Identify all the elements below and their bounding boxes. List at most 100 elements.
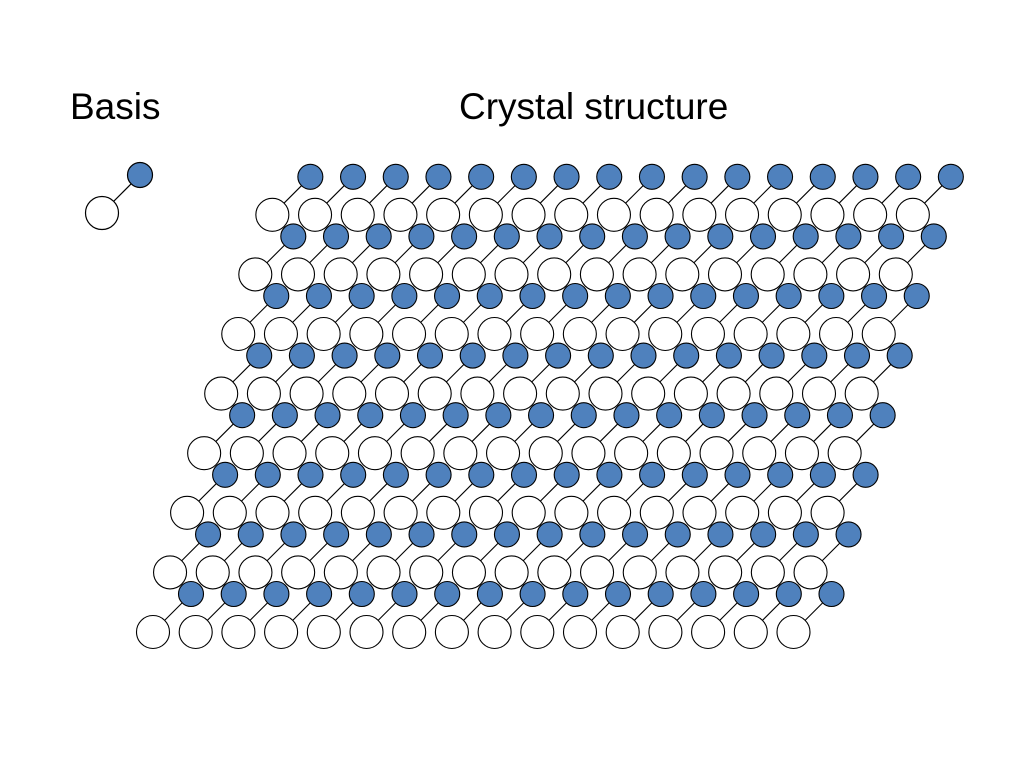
white-atom bbox=[682, 495, 717, 530]
white-atom bbox=[562, 316, 597, 352]
white-atom bbox=[306, 614, 341, 650]
white-atom bbox=[605, 614, 640, 650]
blue-atom bbox=[297, 163, 324, 190]
white-atom bbox=[434, 614, 469, 650]
white-atom bbox=[776, 316, 811, 352]
white-atom bbox=[170, 495, 205, 530]
blue-atom bbox=[937, 163, 964, 190]
blue-atom bbox=[843, 342, 871, 369]
white-atom bbox=[366, 555, 401, 590]
white-atom bbox=[272, 436, 307, 471]
white-atom bbox=[306, 316, 341, 352]
blue-atom bbox=[399, 402, 427, 429]
blue-atom bbox=[852, 163, 879, 190]
blue-atom bbox=[724, 163, 751, 190]
blue-atom bbox=[254, 461, 281, 488]
white-atom bbox=[511, 495, 546, 530]
white-atom bbox=[844, 376, 879, 411]
white-atom bbox=[460, 376, 495, 411]
blue-atom bbox=[869, 402, 896, 429]
blue-atom bbox=[297, 461, 324, 488]
white-atom bbox=[400, 436, 435, 471]
blue-atom bbox=[604, 282, 631, 310]
white-atom bbox=[280, 257, 316, 292]
blue-atom bbox=[382, 163, 409, 190]
blue-atom bbox=[860, 282, 888, 310]
blue-atom bbox=[519, 580, 546, 608]
white-atom bbox=[417, 376, 452, 411]
basis-title: Basis bbox=[70, 86, 161, 127]
blue-atom bbox=[749, 223, 777, 250]
blue-atom bbox=[809, 461, 836, 488]
white-atom bbox=[349, 316, 384, 352]
white-atom bbox=[605, 316, 640, 352]
blue-atom bbox=[365, 521, 392, 548]
white-atom bbox=[391, 316, 427, 352]
white-atom bbox=[537, 555, 572, 590]
white-atom bbox=[451, 555, 487, 590]
blue-atom bbox=[707, 223, 734, 250]
blue-atom bbox=[177, 580, 205, 608]
blue-atom bbox=[630, 342, 657, 369]
blue-atom bbox=[220, 580, 247, 608]
white-atom bbox=[665, 257, 700, 292]
blue-atom bbox=[263, 282, 290, 310]
white-atom bbox=[468, 495, 504, 530]
white-atom bbox=[579, 555, 615, 590]
white-atom bbox=[511, 197, 546, 232]
white-atom bbox=[793, 257, 828, 292]
blue-atom bbox=[314, 402, 341, 429]
blue-atom bbox=[733, 580, 760, 608]
white-atom bbox=[725, 495, 760, 530]
white-atom bbox=[588, 376, 623, 411]
white-atom bbox=[264, 614, 299, 650]
blue-atom bbox=[809, 163, 836, 190]
basis-white-atom bbox=[84, 195, 120, 231]
white-atom bbox=[614, 436, 649, 471]
blue-atom bbox=[553, 163, 580, 190]
blue-atom bbox=[792, 223, 819, 250]
blue-atom bbox=[331, 342, 358, 369]
blue-atom bbox=[801, 342, 828, 369]
white-atom bbox=[297, 197, 333, 232]
white-atom bbox=[836, 257, 871, 292]
blue-atom bbox=[340, 461, 367, 488]
blue-atom bbox=[826, 402, 854, 429]
white-atom bbox=[682, 197, 717, 232]
blue-atom bbox=[715, 342, 742, 369]
blue-atom bbox=[835, 521, 862, 548]
white-atom bbox=[383, 495, 418, 530]
white-atom bbox=[135, 614, 171, 650]
crystal-structure-title: Crystal structure bbox=[459, 86, 729, 127]
white-atom bbox=[691, 614, 726, 650]
blue-atom bbox=[886, 342, 913, 369]
blue-atom bbox=[673, 342, 700, 369]
blue-atom bbox=[562, 580, 589, 608]
blue-atom bbox=[391, 580, 418, 608]
white-atom bbox=[520, 316, 555, 352]
white-atom bbox=[716, 376, 751, 411]
blue-atom bbox=[536, 521, 563, 548]
blue-atom bbox=[835, 223, 862, 250]
white-atom bbox=[639, 197, 674, 232]
blue-atom bbox=[647, 282, 674, 310]
blue-atom bbox=[425, 163, 452, 190]
blue-atom bbox=[493, 223, 520, 250]
white-atom bbox=[537, 257, 572, 292]
white-atom bbox=[622, 257, 657, 292]
white-atom bbox=[323, 555, 358, 590]
blue-atom bbox=[920, 223, 947, 250]
blue-atom bbox=[323, 521, 350, 548]
white-atom bbox=[750, 257, 785, 292]
white-atom bbox=[238, 555, 273, 590]
blue-atom bbox=[408, 521, 435, 548]
blue-atom bbox=[750, 521, 777, 548]
white-atom bbox=[153, 555, 188, 590]
white-atom bbox=[520, 614, 555, 650]
blue-atom bbox=[758, 342, 785, 369]
basis-blue-atom bbox=[126, 161, 154, 189]
white-atom bbox=[187, 436, 222, 471]
blue-atom bbox=[613, 402, 640, 429]
